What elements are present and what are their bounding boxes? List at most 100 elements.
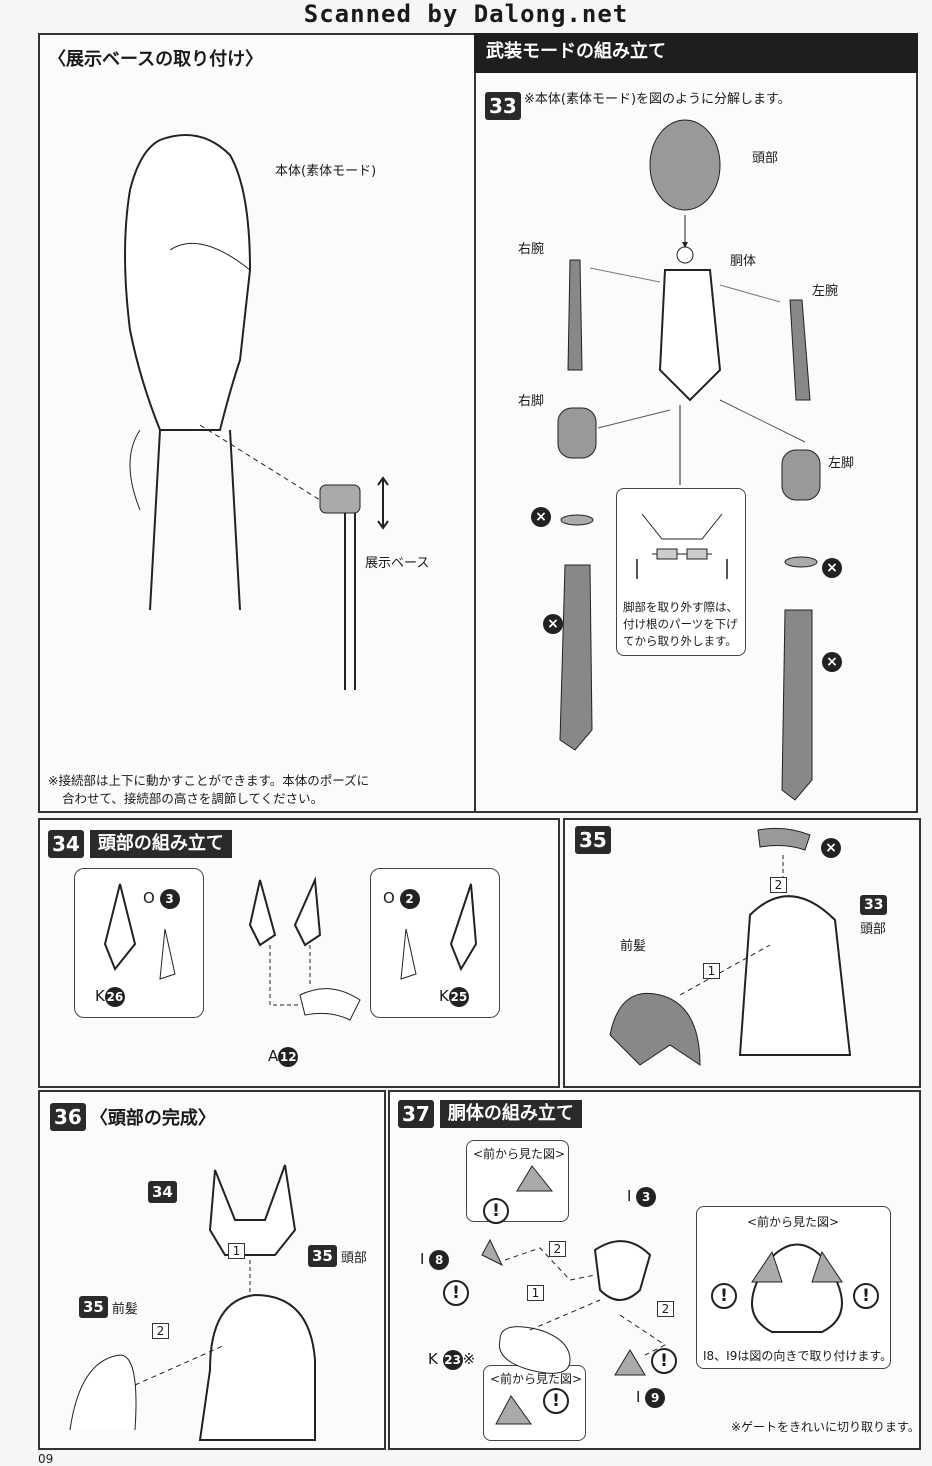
part-letter: K	[95, 987, 105, 1005]
head-complete-illustration	[69, 1164, 316, 1441]
part-number: 3	[636, 1187, 657, 1207]
step-title: 頭部の組み立て	[89, 830, 232, 858]
part-letter: K	[439, 987, 449, 1005]
ear-assembly-illustration	[248, 876, 361, 1021]
front-view-label: <前から見た図>	[490, 1372, 583, 1386]
sequence-number: 2	[657, 1301, 674, 1317]
step-36-header: 36 〈頭部の完成〉	[50, 1103, 216, 1131]
callout-line: 付け根のパーツを下げ	[623, 617, 738, 631]
callout-line: てから取り外します。	[623, 634, 737, 648]
figure-disassembly	[557, 119, 821, 801]
step-number: 34	[48, 830, 84, 858]
part-label-o3: O 3	[143, 889, 180, 909]
part-letter: A	[268, 1047, 279, 1065]
ref-number: 34	[148, 1181, 177, 1203]
part-number: 9	[645, 1388, 666, 1408]
caution-icon: !	[543, 1388, 569, 1414]
label-head: 頭部	[860, 922, 887, 937]
display-base-note: ※接続部は上下に動かすことができます。本体のポーズに 合わせて、接続部の高さを調…	[48, 772, 369, 808]
sequence-number: 2	[770, 877, 787, 893]
part-number: 23	[442, 1350, 463, 1370]
ref-number: 33	[860, 895, 888, 915]
leg-removal-callout: 脚部を取り外す際は、 付け根のパーツを下げ てから取り外します。	[616, 488, 746, 656]
part-letter: K	[428, 1350, 438, 1368]
head-assembly-illustration	[609, 827, 852, 1066]
part-letter: O	[383, 889, 395, 907]
torso-front-illustration	[751, 1243, 843, 1333]
seq-1: 1	[703, 960, 720, 979]
seq-2: 2	[152, 1320, 169, 1339]
sequence-number: 2	[152, 1323, 169, 1339]
step-title: 〈頭部の完成〉	[89, 1108, 216, 1129]
ref-number: 35	[79, 1296, 108, 1318]
ear-part-illustration	[400, 883, 478, 980]
label-bangs: 前髪	[111, 1301, 138, 1317]
part-number: 3	[159, 889, 180, 909]
part-letter: O	[143, 889, 155, 907]
front-view-callout-i8: <前から見た図>	[466, 1140, 569, 1222]
part-number: 25	[448, 987, 469, 1007]
part-label-i3: I 3	[627, 1187, 657, 1207]
gate-note-mark: ※	[462, 1350, 476, 1368]
step-34-header: 34 頭部の組み立て	[48, 830, 232, 858]
sequence-number: 1	[703, 963, 720, 979]
part-letter: I	[420, 1250, 425, 1268]
part-number: 8	[429, 1250, 450, 1270]
front-view-label: <前から見た図>	[747, 1215, 840, 1229]
ref-step-34: 34	[148, 1181, 177, 1203]
remove-x-icon: ×	[821, 838, 841, 858]
sequence-number: 2	[549, 1241, 566, 1257]
display-base-panel: 〈展示ベースの取り付け〉	[38, 33, 478, 813]
part-number: 26	[104, 987, 125, 1007]
step-number: 36	[50, 1103, 86, 1131]
part-number: 12	[278, 1047, 299, 1067]
armed-mode-panel	[474, 33, 918, 813]
step-35-header: 35	[575, 826, 611, 854]
seq-2: 2	[770, 874, 787, 893]
part-label-i8: I 8	[420, 1250, 450, 1270]
label-right-leg: 右脚	[518, 394, 545, 409]
orientation-note: I8、I9は図の向きで取り付けます。	[703, 1349, 893, 1363]
part-i9-front-illustration	[495, 1395, 532, 1425]
watermark: Scanned by Dalong.net	[303, 0, 629, 28]
front-view-label: <前から見た図>	[473, 1147, 566, 1161]
step-number: 35	[575, 826, 611, 854]
display-base-stand	[199, 424, 389, 690]
section-title-bar: 武装モードの組み立て	[474, 33, 918, 73]
note-line: ※接続部は上下に動かすことができます。本体のポーズに	[48, 773, 370, 788]
part-number: 2	[399, 889, 420, 909]
label-right-arm: 右腕	[518, 242, 545, 257]
seq-2: 2	[549, 1238, 566, 1257]
ref-step-33: 33	[860, 894, 888, 915]
label-head: 頭部	[752, 151, 779, 166]
remove-x-icon: ×	[531, 507, 551, 527]
part-label-i9: I 9	[636, 1388, 666, 1408]
caution-icon: !	[443, 1280, 469, 1306]
remove-x-icon: ×	[822, 558, 842, 578]
label-body: 本体(素体モード)	[275, 164, 377, 179]
part-label-k23: K 23※	[428, 1350, 475, 1370]
torso-assembly-illustration	[481, 1238, 666, 1376]
step-37-header: 37 胴体の組み立て	[398, 1100, 582, 1128]
caution-icon: !	[853, 1283, 879, 1309]
caution-icon: !	[483, 1198, 509, 1224]
seq-1: 1	[527, 1282, 544, 1301]
part-letter: I	[627, 1187, 632, 1205]
ear-part-illustration	[103, 883, 176, 980]
sequence-number: 1	[527, 1285, 544, 1301]
hip-joint-illustration	[636, 513, 728, 579]
label-left-leg: 左脚	[828, 456, 855, 471]
page-number: 09	[38, 1452, 54, 1466]
step-number: 33	[485, 92, 521, 120]
gate-note: ※ゲートをきれいに切り取ります。	[731, 1420, 920, 1434]
sequence-number: 1	[228, 1243, 245, 1259]
note-line: 合わせて、接続部の高さを調節してください。	[62, 791, 324, 806]
seq-1: 1	[228, 1240, 245, 1259]
remove-x-icon: ×	[543, 614, 563, 634]
section-title: 〈展示ベースの取り付け〉	[48, 49, 264, 70]
